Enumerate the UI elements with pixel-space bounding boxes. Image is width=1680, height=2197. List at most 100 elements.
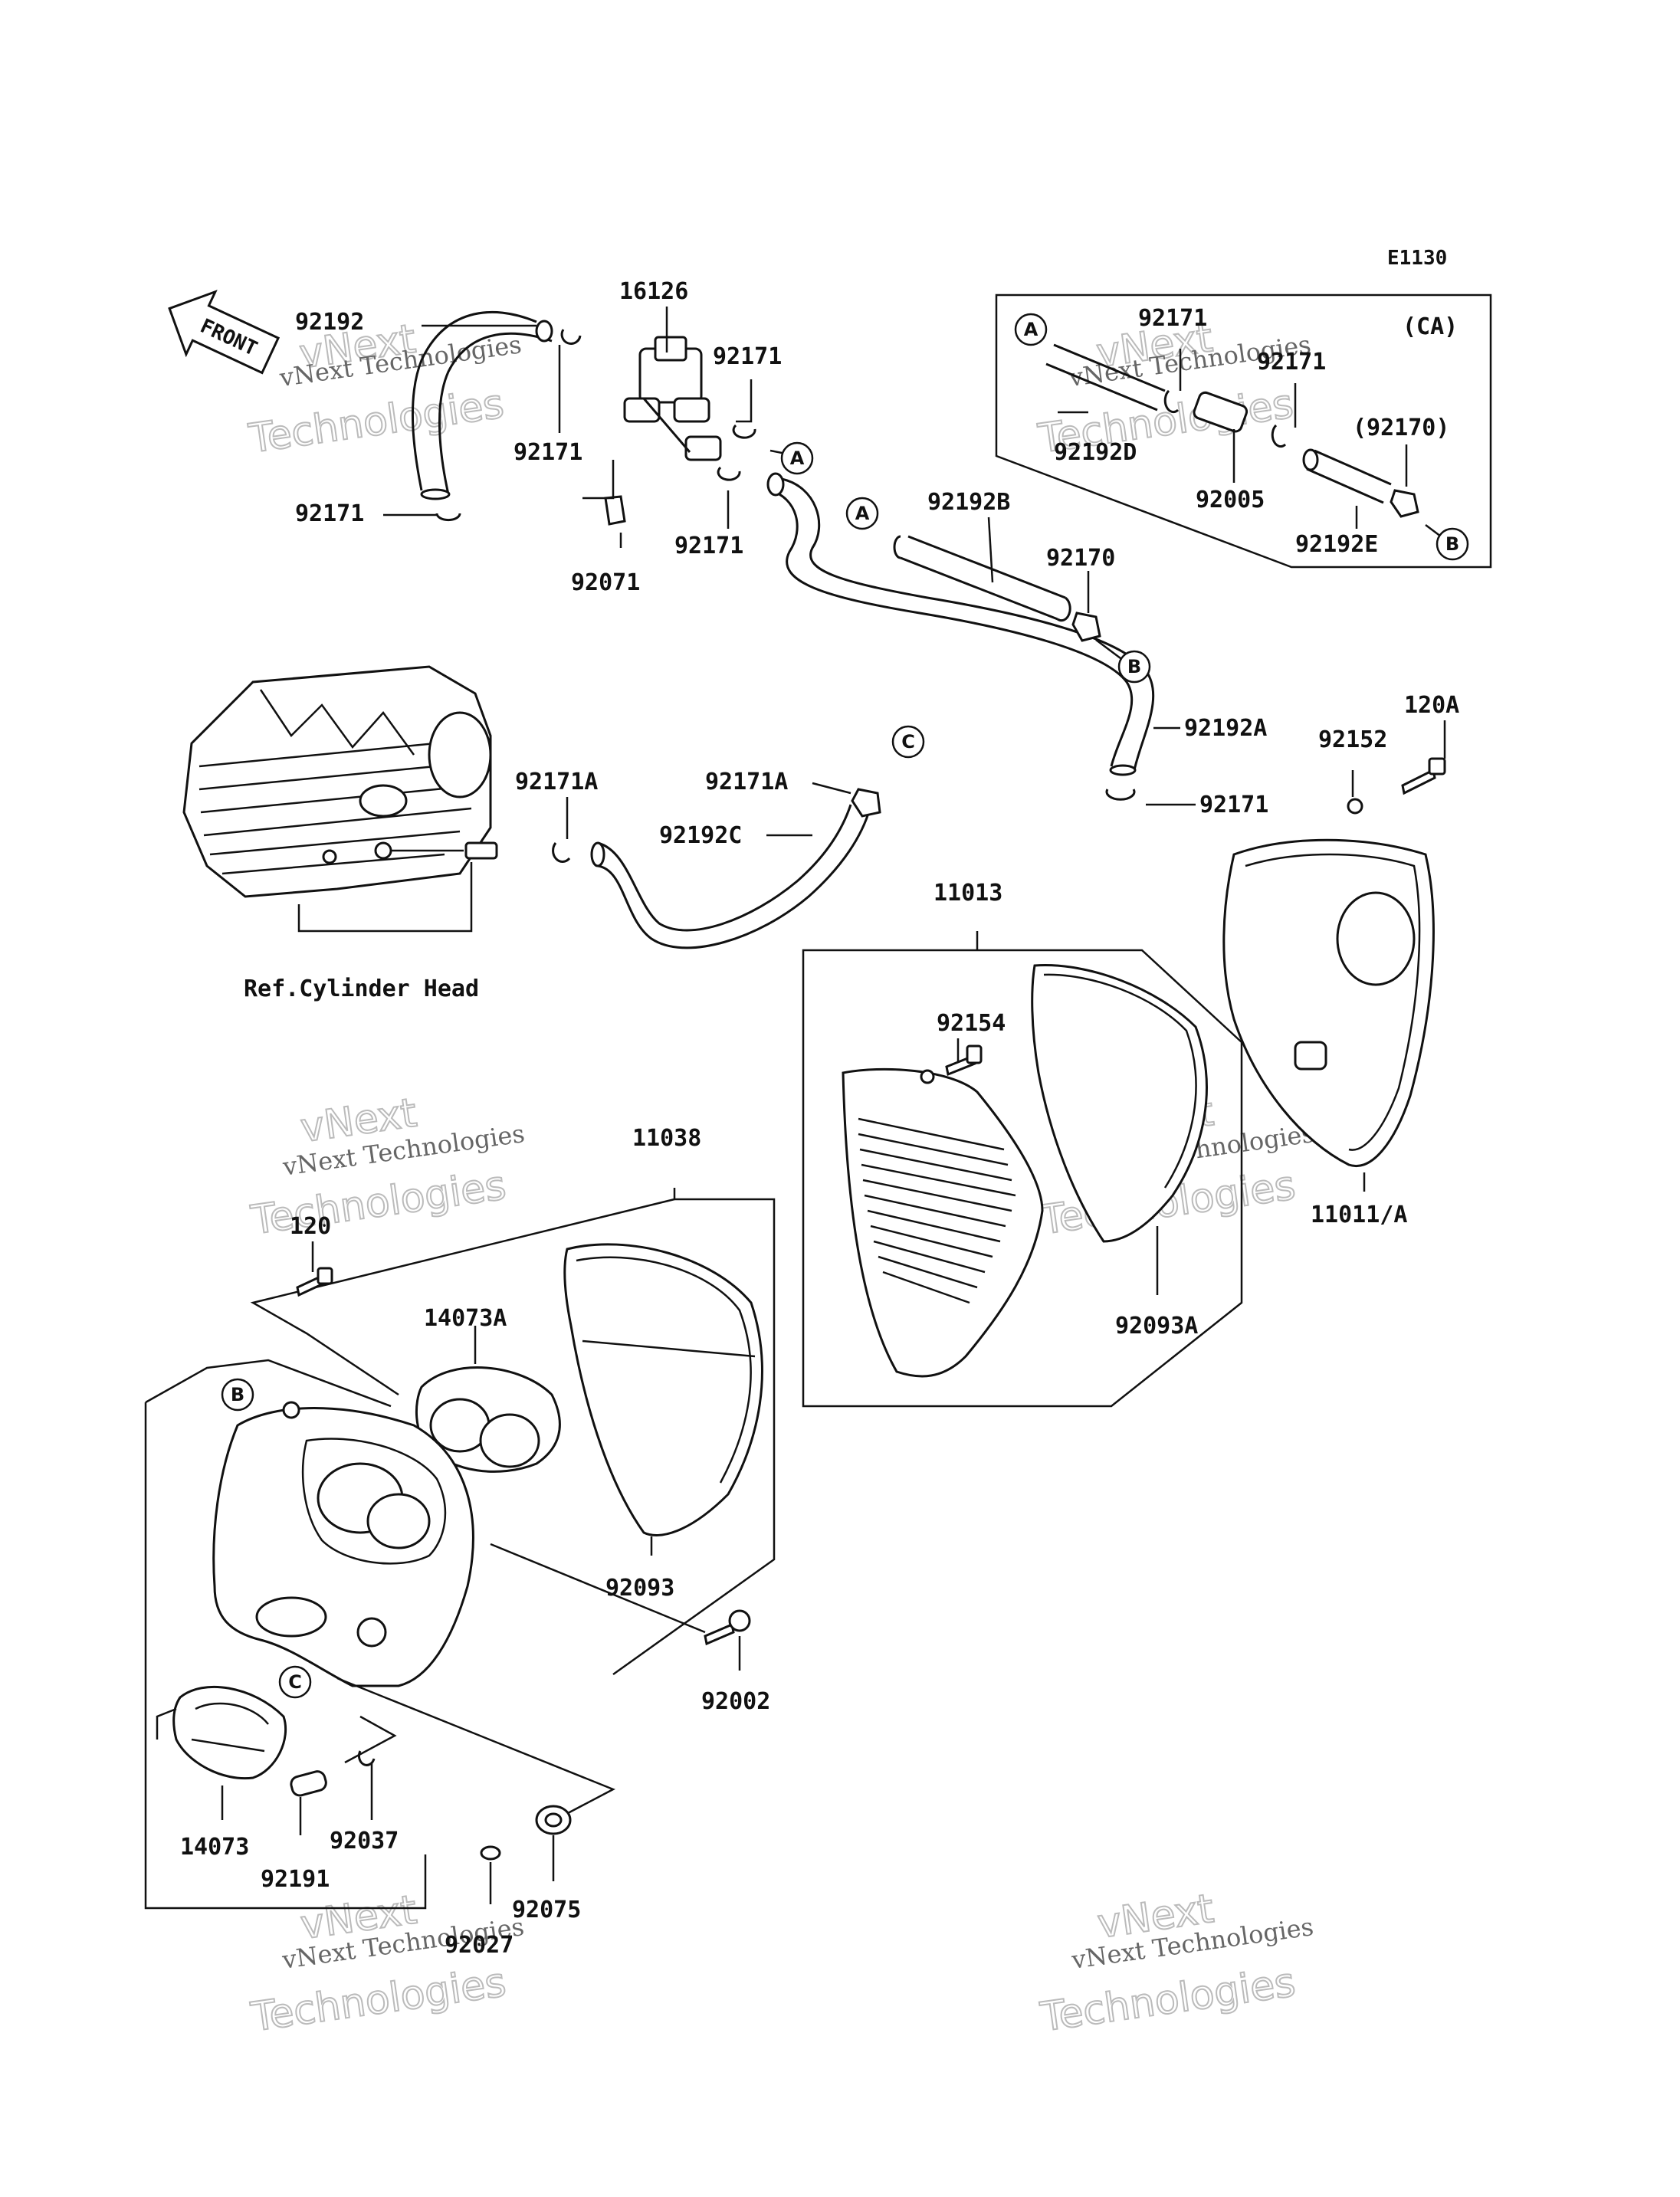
watermark-text: Technologies [246, 381, 507, 462]
callout-B-1: B [1117, 650, 1151, 684]
clamp-icon [732, 424, 756, 439]
svg-text:C: C [288, 1671, 302, 1693]
label-92192B: 92192B [927, 489, 1010, 516]
svg-text:A: A [790, 448, 805, 469]
cap-92071 [604, 495, 626, 526]
hose-end [1057, 596, 1071, 622]
front-arrow-icon: FRONT [168, 290, 281, 375]
callout-B-3: B [221, 1378, 254, 1412]
ca-label: (CA) [1403, 313, 1458, 340]
ref-bracket [297, 862, 473, 933]
label-92171-a: 92171 [713, 343, 782, 370]
bolt-120A [1401, 768, 1436, 795]
hose-92192B [900, 535, 1066, 621]
label-92171-c: 92171 [295, 500, 364, 527]
clamp-icon [1163, 389, 1180, 414]
clip-92170 [1071, 612, 1101, 642]
cover-11011A [1222, 838, 1435, 1167]
bolt-head [728, 1609, 751, 1632]
hose-end [535, 320, 553, 343]
hose-end [1109, 764, 1137, 776]
washer-92152 [1347, 798, 1363, 815]
callout-A-1: A [780, 441, 814, 475]
leader-lines [221, 307, 1446, 1904]
bolt-92002 [704, 1622, 735, 1646]
label-92191: 92191 [261, 1866, 330, 1893]
label-92171-g: 92171 [1257, 349, 1326, 375]
label-92027: 92027 [445, 1932, 514, 1959]
label-16126: 16126 [619, 278, 688, 305]
clamp-icon [435, 513, 461, 522]
fitting [464, 841, 498, 860]
label-92192: 92192 [295, 309, 364, 336]
label-92037: 92037 [330, 1828, 399, 1854]
filter-element [842, 1067, 1044, 1378]
svg-text:A: A [1024, 319, 1039, 340]
label-92171-e: 92171 [1199, 792, 1268, 818]
clamp-icon [560, 329, 582, 345]
label-92170-paren: (92170) [1353, 415, 1449, 441]
label-92171-b: 92171 [514, 439, 582, 466]
air-box-base [212, 1401, 474, 1687]
label-92171-d: 92171 [674, 533, 743, 559]
svg-text:A: A [855, 503, 870, 524]
inlet-14073 [172, 1685, 287, 1780]
box-base [144, 1402, 427, 1910]
bolt-head [1428, 757, 1446, 776]
joint-92005 [1193, 391, 1249, 433]
svg-text:C: C [901, 731, 915, 753]
clamp-icon [552, 842, 571, 863]
svg-text:B: B [231, 1384, 244, 1405]
clip-92170-ca [1390, 489, 1419, 518]
label-92005: 92005 [1196, 487, 1265, 513]
hose-92192E [1306, 449, 1392, 504]
cylinder-head [182, 665, 492, 898]
callout-B-2: B [1436, 527, 1469, 561]
box-11038 [612, 1188, 776, 1676]
hose-92192 [411, 310, 553, 495]
gasket-92093A [1031, 964, 1208, 1243]
hose-end [590, 841, 605, 867]
screw-head [966, 1044, 983, 1064]
label-11011A: 11011/A [1311, 1202, 1407, 1228]
label-92093A: 92093A [1115, 1313, 1198, 1340]
gasket-92093 [563, 1243, 763, 1536]
callout-A-2: A [845, 497, 879, 530]
callout-C-2: C [278, 1665, 312, 1699]
clamp-icon [717, 466, 741, 481]
clip-92171A [851, 788, 881, 818]
label-92154: 92154 [937, 1010, 1006, 1037]
box-11013 [802, 949, 1243, 1408]
label-92075: 92075 [512, 1897, 581, 1923]
pin-92027 [480, 1845, 501, 1861]
watermark-mid-left: vNext vNext Technologies Technologies [248, 1089, 527, 1244]
diagram-code: E1130 [1387, 247, 1447, 270]
svg-text:B: B [1445, 533, 1459, 555]
clamp-icon [1105, 789, 1136, 801]
label-92192A: 92192A [1184, 715, 1267, 742]
ca-box [995, 293, 1492, 569]
hose-end [766, 472, 785, 497]
hose-end [893, 535, 901, 559]
ref-label: Ref.Cylinder Head [244, 976, 479, 1002]
label-92071: 92071 [571, 569, 640, 596]
hose-end [1302, 448, 1319, 471]
label-92192D: 92192D [1054, 439, 1137, 466]
plug-92191 [290, 1770, 327, 1797]
watermark-bottom-right: vNext vNext Technologies Technologies [1037, 1885, 1316, 2041]
label-14073A: 14073A [424, 1305, 507, 1332]
hose-92192C [597, 804, 871, 949]
part-labels: 16126 92192 92171 92171 92171 92171 9207… [180, 278, 1459, 1959]
label-92170: 92170 [1046, 545, 1115, 572]
label-92171A-a: 92171A [515, 769, 598, 795]
label-92171-f: 92171 [1138, 305, 1207, 332]
hose-92192A [769, 477, 1155, 771]
clamp-icon [1271, 424, 1287, 448]
label-11013: 11013 [934, 880, 1002, 907]
grommet-hole [544, 1812, 563, 1828]
callout-C-1: C [891, 725, 925, 759]
hose-92192D [1045, 343, 1166, 412]
label-14073: 14073 [180, 1834, 249, 1861]
label-92192C: 92192C [659, 822, 742, 849]
